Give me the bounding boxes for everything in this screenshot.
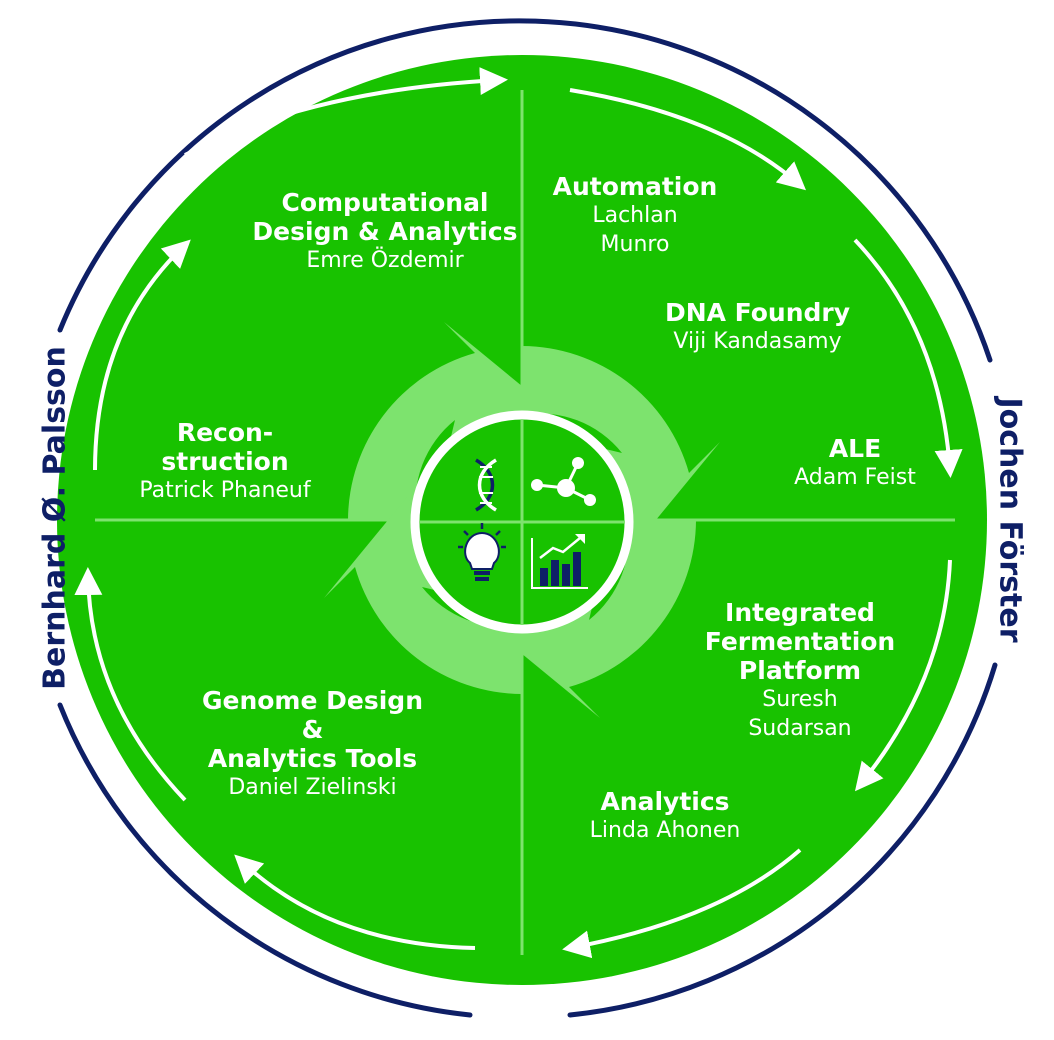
section-genome: Genome Design & Analytics Tools Daniel Z…: [195, 686, 430, 802]
section-lead: Lachlan: [592, 203, 678, 228]
section-title: Recon-: [176, 418, 274, 447]
pinwheel: [324, 322, 720, 718]
section-title: struction: [161, 447, 289, 476]
section-title: Platform: [738, 656, 862, 685]
section-title: Analytics: [600, 787, 730, 816]
section-lead: Suresh: [762, 687, 838, 712]
section-lead: Viji Kandasamy: [673, 329, 842, 354]
section-lead: Daniel Zielinski: [228, 775, 397, 800]
section-lead: Emre Özdemir: [306, 248, 464, 273]
center-dividers: [420, 420, 625, 625]
section-fermentation: Integrated Fermentation Platform Suresh …: [700, 598, 900, 743]
outer-ring: [57, 18, 998, 1018]
section-title: Analytics Tools: [207, 744, 418, 773]
section-title: Computational: [281, 188, 489, 217]
section-title: Design & Analytics: [252, 217, 518, 246]
section-title: Genome Design: [201, 686, 423, 715]
lightbulb-icon: [458, 523, 506, 581]
section-title: DNA Foundry: [664, 298, 851, 327]
section-computational: Computational Design & Analytics Emre Öz…: [250, 188, 520, 275]
bar-chart-icon: [531, 534, 588, 589]
section-title: Fermentation: [704, 627, 896, 656]
section-lead: Linda Ahonen: [589, 818, 741, 843]
section-title: &: [301, 715, 324, 744]
section-lead: Adam Feist: [794, 465, 916, 490]
molecule-icon: [531, 457, 596, 506]
section-lead: Munro: [600, 232, 670, 257]
section-automation: Automation Lachlan Munro: [540, 172, 730, 259]
section-title: ALE: [828, 434, 882, 463]
section-reconstruction: Recon- struction Patrick Phaneuf: [125, 418, 325, 505]
section-analytics: Analytics Linda Ahonen: [575, 787, 755, 845]
section-ale: ALE Adam Feist: [780, 434, 930, 492]
section-title: Integrated: [725, 598, 875, 627]
section-dna-foundry: DNA Foundry Viji Kandasamy: [650, 298, 865, 356]
outer-label-left: Bernhard Ø. Palsson: [37, 346, 73, 690]
section-lead: Sudarsan: [748, 716, 852, 741]
section-title: Automation: [552, 172, 718, 201]
section-lead: Patrick Phaneuf: [139, 478, 311, 503]
outer-label-right: Jochen Förster: [992, 397, 1028, 643]
dna-icon: [475, 458, 497, 512]
cycle-arrows: [74, 67, 963, 959]
